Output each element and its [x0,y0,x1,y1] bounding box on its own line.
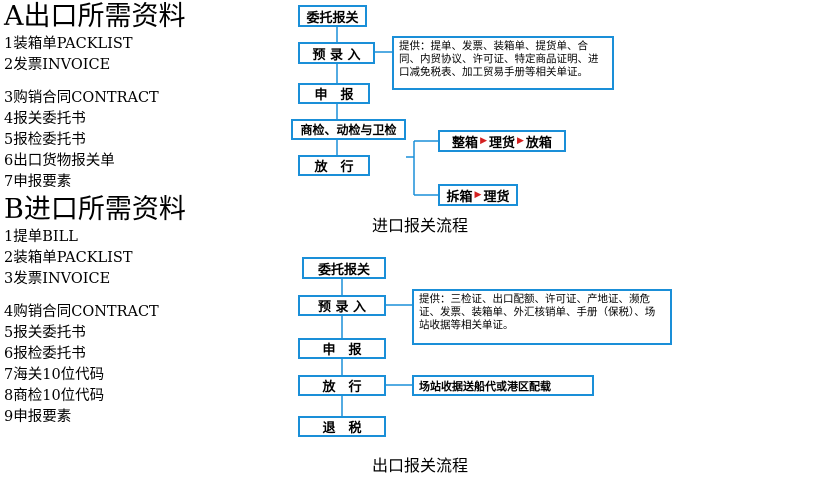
branch-fcl-step: 整箱 [452,135,479,151]
branch-lcl-step: 理货 [483,189,510,205]
section-a-item: 7申报要素 [4,174,72,190]
section-a-item: 4报关委托书 [4,111,86,127]
section-b-item: 9申报要素 [4,409,72,425]
export-step-release: 放 行 [298,375,386,396]
section-a-item: 2发票INVOICE [4,57,111,73]
section-a-item: 1装箱单PACKLIST [4,36,133,52]
section-b-item: 6报检委托书 [4,346,86,362]
import-step-inspection: 商检、动检与卫检 [291,119,406,140]
section-a-item: 6出口货物报关单 [4,153,115,169]
section-b-item: 5报关委托书 [4,325,86,341]
play-arrow-icon: ▶ [480,136,487,146]
import-note: 提供：提单、发票、装箱单、提货单、合同、内贸协议、许可证、特定商品证明、进口减免… [392,36,614,90]
import-step-entrust: 委托报关 [298,5,367,27]
section-a-item: 5报检委托书 [4,132,86,148]
section-b-item: 2装箱单PACKLIST [4,250,133,266]
section-a-item: 3购销合同CONTRACT [4,90,159,106]
branch-fcl-step: 放箱 [525,135,552,151]
branch-fcl-step: 理货 [488,135,515,151]
import-branch-lcl: 拆箱 ▶ 理货 [438,184,518,206]
section-b-item: 1提单BILL [4,229,78,245]
export-flow-caption: 出口报关流程 [372,456,469,475]
section-a-title: A出口所需资料 [4,1,186,32]
play-arrow-icon: ▶ [474,190,482,200]
export-note-release: 场站收据送船代或港区配载 [412,375,594,396]
section-b-title: B进口所需资料 [4,194,186,225]
import-step-release: 放 行 [298,155,370,176]
import-step-predeclare: 预 录 入 [298,42,375,64]
export-step-entrust: 委托报关 [302,257,386,279]
export-step-refund: 退 税 [298,416,386,437]
export-step-predeclare: 预 录 入 [298,295,386,316]
section-b-item: 3发票INVOICE [4,271,111,287]
import-flow-caption: 进口报关流程 [372,216,469,235]
branch-lcl-step: 拆箱 [446,189,473,205]
play-arrow-icon: ▶ [517,136,524,146]
import-branch-fcl: 整箱 ▶ 理货 ▶ 放箱 [438,130,566,152]
section-b-item: 4购销合同CONTRACT [4,304,159,320]
export-note-predeclare: 提供：三检证、出口配额、许可证、产地证、濒危证、发票、装箱单、外汇核销单、手册（… [412,289,672,345]
export-step-declare: 申 报 [298,338,386,359]
document-list: A出口所需资料 1装箱单PACKLIST 2发票INVOICE 3购销合同CON… [4,0,264,428]
section-b-item: 8商检10位代码 [4,388,105,404]
import-step-declare: 申 报 [298,83,370,104]
section-b-item: 7海关10位代码 [4,367,105,383]
